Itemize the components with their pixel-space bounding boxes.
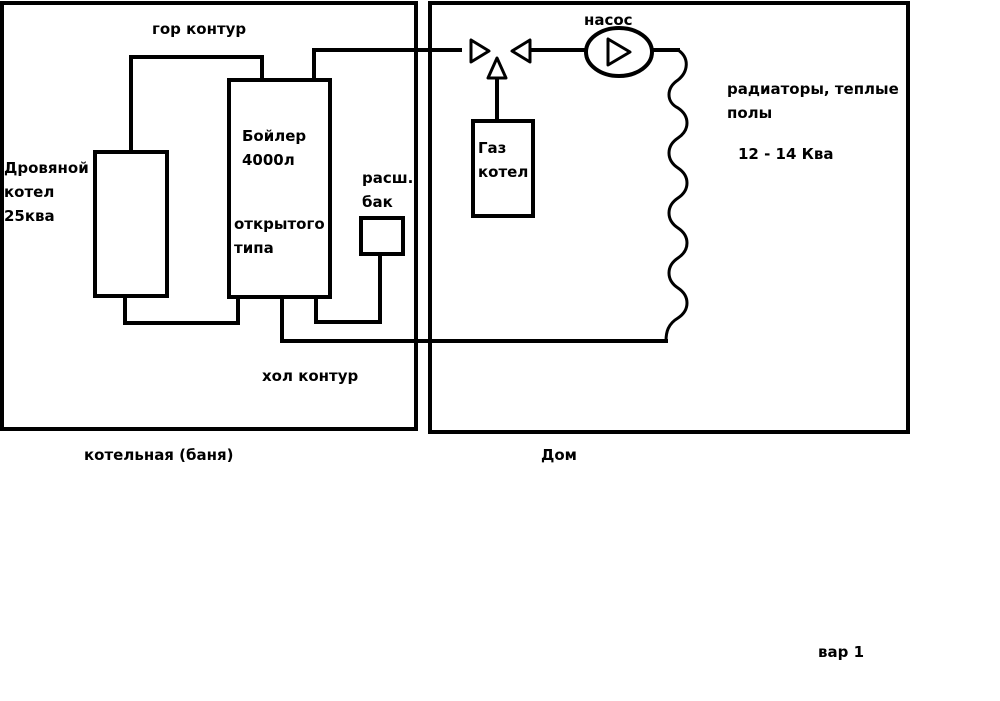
cold-loop-label: хол контур: [262, 367, 359, 385]
radiators-label: радиаторы, теплые полы: [727, 77, 899, 125]
supply-pipe: [312, 48, 462, 82]
open-type-label-line: типа: [234, 239, 274, 257]
storage-boiler-label-line: Бойлер: [242, 127, 307, 145]
boiler-room-outline: [0, 1, 418, 431]
gas-boiler-label: Газ котел: [478, 136, 528, 184]
wood-boiler-label-line: 25ква: [4, 207, 55, 225]
power-label: 12 - 14 Ква: [738, 145, 834, 163]
hot-loop-pipe: [129, 55, 264, 154]
storage-boiler-label-line: 4000л: [242, 151, 295, 169]
open-type-label: открытого типа: [234, 212, 325, 260]
expansion-tank-label: расш. бак: [362, 166, 413, 214]
wood-boiler-label: Дровяной котел 25ква: [4, 156, 89, 228]
expansion-tank-box: [359, 216, 405, 256]
house-label: Дом: [541, 446, 577, 464]
storage-boiler-box: [227, 78, 332, 299]
house-outline: [428, 1, 910, 434]
expansion-tank-label-line: бак: [362, 193, 393, 211]
gas-boiler-label-line: котел: [478, 163, 529, 181]
wood-return-pipe: [123, 294, 240, 325]
hot-loop-label: гор контур: [152, 20, 247, 38]
cold-loop-pipe: [280, 295, 668, 343]
gas-boiler-label-line: Газ: [478, 139, 507, 157]
variant-label: вар 1: [818, 643, 865, 661]
radiators-label-line: радиаторы, теплые: [727, 80, 899, 98]
gas-boiler-box: [471, 119, 535, 218]
storage-boiler-label: Бойлер 4000л: [242, 124, 306, 172]
expansion-tank-pipe: [314, 252, 382, 324]
expansion-tank-label-line: расш.: [362, 169, 414, 187]
pump-label: насос: [584, 11, 633, 29]
radiators-label-line: полы: [727, 104, 773, 122]
wood-boiler-label-line: котел: [4, 183, 55, 201]
radiator-coil-icon: [664, 48, 689, 343]
boiler-room-label: котельная (баня): [84, 446, 234, 464]
three-way-valve-icon: [469, 38, 532, 80]
open-type-label-line: открытого: [234, 215, 325, 233]
wood-boiler-label-line: Дровяной: [4, 159, 89, 177]
wood-boiler-box: [93, 150, 169, 298]
pump-icon: [584, 26, 654, 78]
